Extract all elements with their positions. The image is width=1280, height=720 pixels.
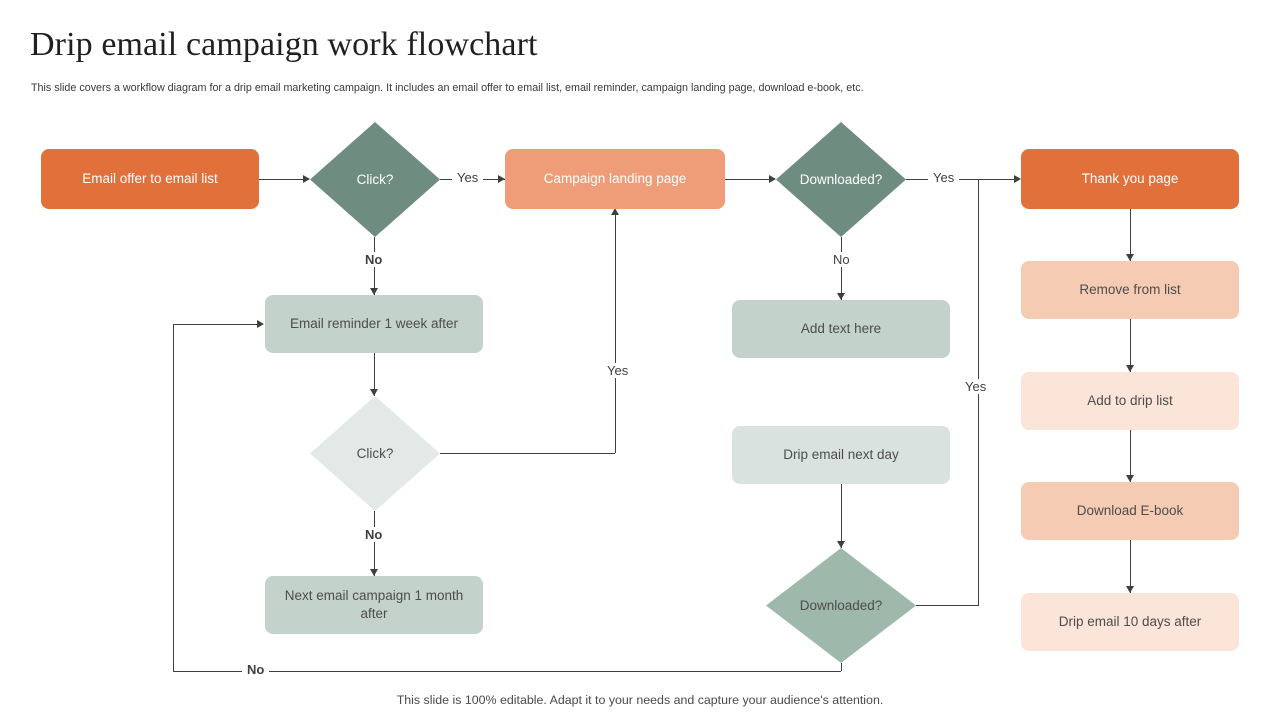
node-label: Download E-book <box>1076 502 1184 518</box>
arrowhead-campaign-landing-bottom <box>611 208 619 215</box>
edge-landing-to-downloaded1 <box>725 179 769 180</box>
arrowhead-thank-you <box>1014 175 1021 183</box>
edge-downloaded1-no <box>841 237 842 300</box>
arrowhead-add-to-drip-list <box>1126 365 1134 372</box>
node-label: Email offer to email list <box>82 170 218 186</box>
edge-click2-yes-vertical <box>615 215 616 453</box>
edge-label-click1-yes: Yes <box>452 170 484 185</box>
node-label: Thank you page <box>1081 170 1179 186</box>
edge-dripnext-to-downloaded2 <box>841 484 842 548</box>
arrowhead-click1 <box>303 175 310 183</box>
edge-label-right-col-yes: Yes <box>960 379 992 394</box>
node-label: Downloaded? <box>799 172 883 187</box>
node-label: Click? <box>356 446 394 461</box>
arrowhead-add-text <box>837 293 845 300</box>
node-downloaded-2[interactable]: Downloaded? <box>766 548 916 663</box>
edge-label-click1-no: No <box>360 252 388 267</box>
edge-label-click2-no: No <box>360 527 388 542</box>
page-title: Drip email campaign work flowchart <box>30 26 538 63</box>
edge-downloaded1-yes <box>906 179 1015 180</box>
edge-click2-yes-horizontal <box>440 453 615 454</box>
edge-bottom-loop-into-reminder <box>173 324 258 325</box>
edge-remove-to-dripadd <box>1130 319 1131 372</box>
arrowhead-next-campaign <box>370 569 378 576</box>
node-next-email-campaign[interactable]: Next email campaign 1 month after <box>265 576 483 634</box>
node-email-offer[interactable]: Email offer to email list <box>41 149 259 209</box>
arrowhead-drip-10-days <box>1126 586 1134 593</box>
arrowhead-downloaded1 <box>769 175 776 183</box>
node-add-text-here[interactable]: Add text here <box>732 300 950 358</box>
edge-bottom-loop-vertical <box>173 324 174 671</box>
edge-email-offer-to-click1 <box>259 179 303 180</box>
edge-label-downloaded1-yes: Yes <box>928 170 960 185</box>
node-click-2[interactable]: Click? <box>310 396 440 511</box>
node-email-reminder[interactable]: Email reminder 1 week after <box>265 295 483 353</box>
page-subtitle: This slide covers a workflow diagram for… <box>31 82 864 94</box>
arrowhead-campaign-landing <box>498 175 505 183</box>
arrowhead-email-reminder <box>370 288 378 295</box>
node-drip-email-next-day[interactable]: Drip email next day <box>732 426 950 484</box>
edge-reminder-to-click2 <box>374 353 375 396</box>
edge-click2-no <box>374 511 375 576</box>
node-label: Click? <box>356 172 394 187</box>
node-click-1[interactable]: Click? <box>310 122 440 237</box>
node-label: Add text here <box>800 320 882 336</box>
node-drip-email-10-days[interactable]: Drip email 10 days after <box>1021 593 1239 651</box>
arrowhead-click2 <box>370 389 378 396</box>
node-download-ebook[interactable]: Download E-book <box>1021 482 1239 540</box>
arrowhead-download-ebook <box>1126 475 1134 482</box>
node-label: Add to drip list <box>1087 392 1173 408</box>
footer-note: This slide is 100% editable. Adapt it to… <box>396 693 884 707</box>
node-label: Drip email next day <box>783 446 899 462</box>
edge-ebook-to-drip10 <box>1130 540 1131 593</box>
edge-thankyou-to-remove <box>1130 209 1131 261</box>
arrowhead-remove-from-list <box>1126 254 1134 261</box>
node-remove-from-list[interactable]: Remove from list <box>1021 261 1239 319</box>
node-label: Drip email 10 days after <box>1058 613 1202 629</box>
node-add-to-drip-list[interactable]: Add to drip list <box>1021 372 1239 430</box>
edge-downloaded2-no <box>841 663 842 671</box>
node-label: Remove from list <box>1079 281 1181 297</box>
node-label: Downloaded? <box>799 598 883 613</box>
node-label: Email reminder 1 week after <box>289 315 459 331</box>
node-thank-you-page[interactable]: Thank you page <box>1021 149 1239 209</box>
node-campaign-landing-page[interactable]: Campaign landing page <box>505 149 725 209</box>
node-label: Campaign landing page <box>543 170 687 186</box>
edge-downloaded2-yes <box>916 605 979 606</box>
node-downloaded-1[interactable]: Downloaded? <box>776 122 906 237</box>
edge-label-bottom-no: No <box>242 662 270 677</box>
arrowhead-email-reminder-left <box>257 320 264 328</box>
arrowhead-downloaded2 <box>837 541 845 548</box>
edge-dripadd-to-ebook <box>1130 430 1131 482</box>
edge-label-downloaded1-no: No <box>828 252 855 267</box>
node-label: Next email campaign 1 month after <box>284 587 464 621</box>
edge-bottom-loop-horizontal <box>173 671 841 672</box>
edge-label-click2-yes: Yes <box>602 363 634 378</box>
